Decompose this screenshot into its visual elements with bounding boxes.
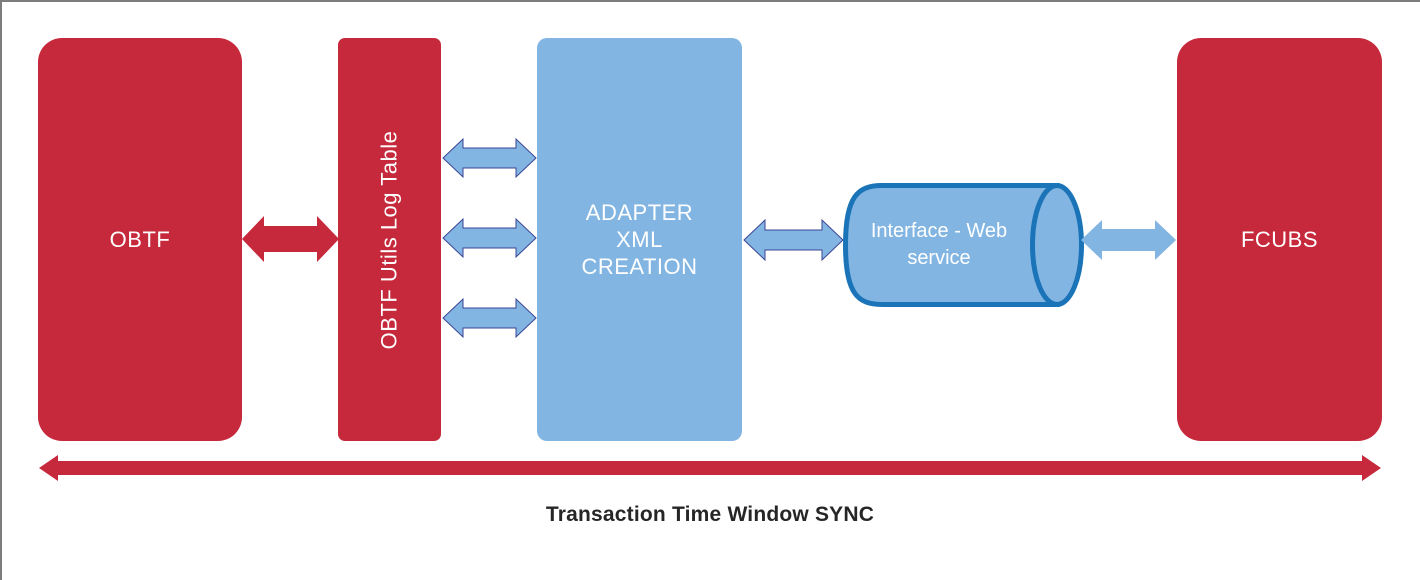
canvas-left-border [0,0,2,580]
node-obtf-label: OBTF [109,226,171,252]
node-adapter-xml-creation: ADAPTER XML CREATION [537,38,742,441]
adapter-label-line2: XML [616,227,663,252]
node-fcubs: FCUBS [1177,38,1382,441]
arrow-obtf-logtable [242,216,339,262]
node-obtf: OBTF [38,38,242,441]
arrow-logtable-adapter-3 [442,297,537,339]
node-fcubs-label: FCUBS [1240,226,1319,252]
arrow-logtable-adapter-2 [442,217,537,259]
sync-caption: Transaction Time Window SYNC [545,503,875,526]
canvas-top-border [0,0,1420,2]
node-interface-web-service-shape [842,183,1084,307]
adapter-label-line1: ADAPTER [585,200,694,225]
interface-label-line2: service [907,247,971,269]
arrow-adapter-interface [743,218,844,262]
adapter-label-line3: CREATION [581,254,698,279]
node-obtf-utils-log-table-label: OBTF Utils Log Table [376,130,402,349]
arrow-interface-fcubs [1081,220,1176,260]
timeline-sync-arrow [39,455,1381,481]
arrow-logtable-adapter-1 [442,137,537,179]
interface-label-line1: Interface - Web [870,220,1008,242]
node-obtf-utils-log-table: OBTF Utils Log Table [338,38,441,441]
node-interface-web-service-label: Interface - Web service [845,183,1033,307]
